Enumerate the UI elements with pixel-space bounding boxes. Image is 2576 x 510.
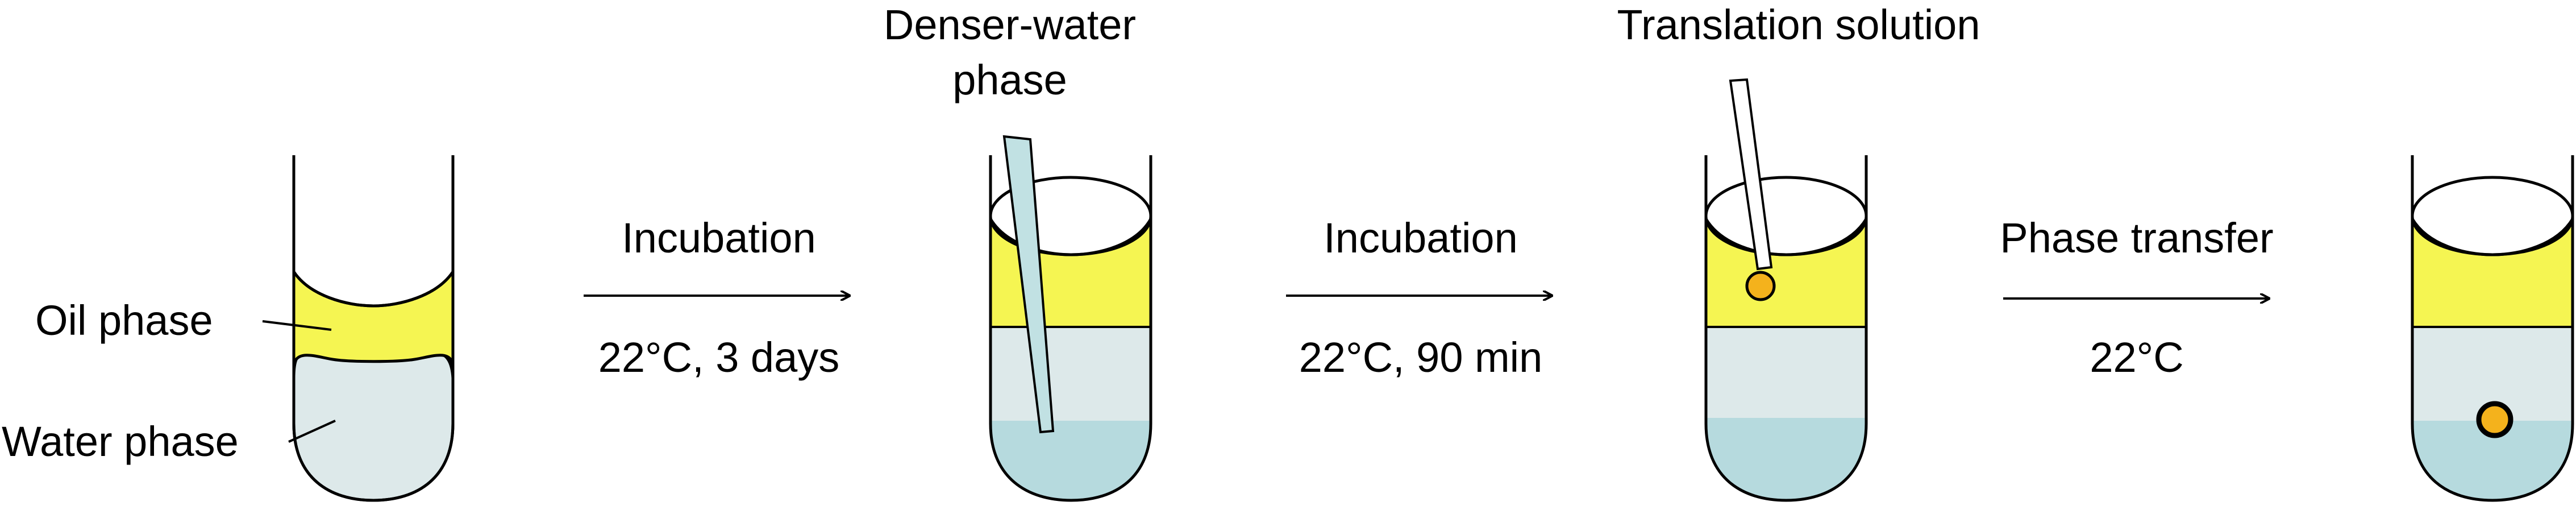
tube-2-oil-phase: [991, 219, 1151, 327]
tube-2-dense-water: [991, 421, 1151, 500]
tube-4: [2411, 155, 2574, 502]
pipette-translation-solution: [1729, 78, 1773, 271]
tube-1-water-phase: [292, 351, 455, 502]
tube-4-wall: [2411, 155, 2574, 502]
label-translation-solution: Translation solution: [1617, 1, 1980, 48]
droplet-translation-solution: [1745, 271, 1776, 301]
step-2-condition: 22°C, 90 min: [1299, 334, 1543, 381]
tube-1-wall: [292, 155, 455, 502]
tube-2: [989, 135, 1152, 502]
tube-4-dense-water: [2412, 421, 2573, 500]
tube-3-wall: [1704, 155, 1868, 502]
label-denser-water-line2: phase: [952, 56, 1067, 103]
tube-3-oil-phase: [1706, 219, 1866, 327]
label-water-phase: Water phase: [2, 418, 239, 465]
step-3-title: Phase transfer: [2000, 214, 2274, 262]
label-denser-water-line1: Denser-water: [883, 1, 1137, 48]
tube-3: [1704, 78, 1868, 502]
water-phase-leader: [288, 420, 336, 443]
tube-2-water-phase: [991, 327, 1151, 421]
step-2-title: Incubation: [1324, 214, 1518, 262]
step-1-condition: 22°C, 3 days: [598, 334, 840, 381]
tube-3-water-phase: [1706, 327, 1866, 418]
step-3-condition: 22°C: [2090, 334, 2184, 381]
tube-3-dense-water: [1706, 418, 1866, 500]
tube-2-wall: [989, 155, 1152, 502]
tube-4-oil-phase: [2412, 219, 2573, 327]
droplet-transferred: [2476, 401, 2513, 438]
label-oil-phase: Oil phase: [35, 297, 213, 344]
pipette-dense-water: [1002, 135, 1055, 434]
tube-1-oil-phase: [292, 267, 455, 364]
tube-1: [262, 155, 455, 502]
oil-phase-leader: [262, 320, 332, 331]
step-1-title: Incubation: [622, 214, 816, 262]
